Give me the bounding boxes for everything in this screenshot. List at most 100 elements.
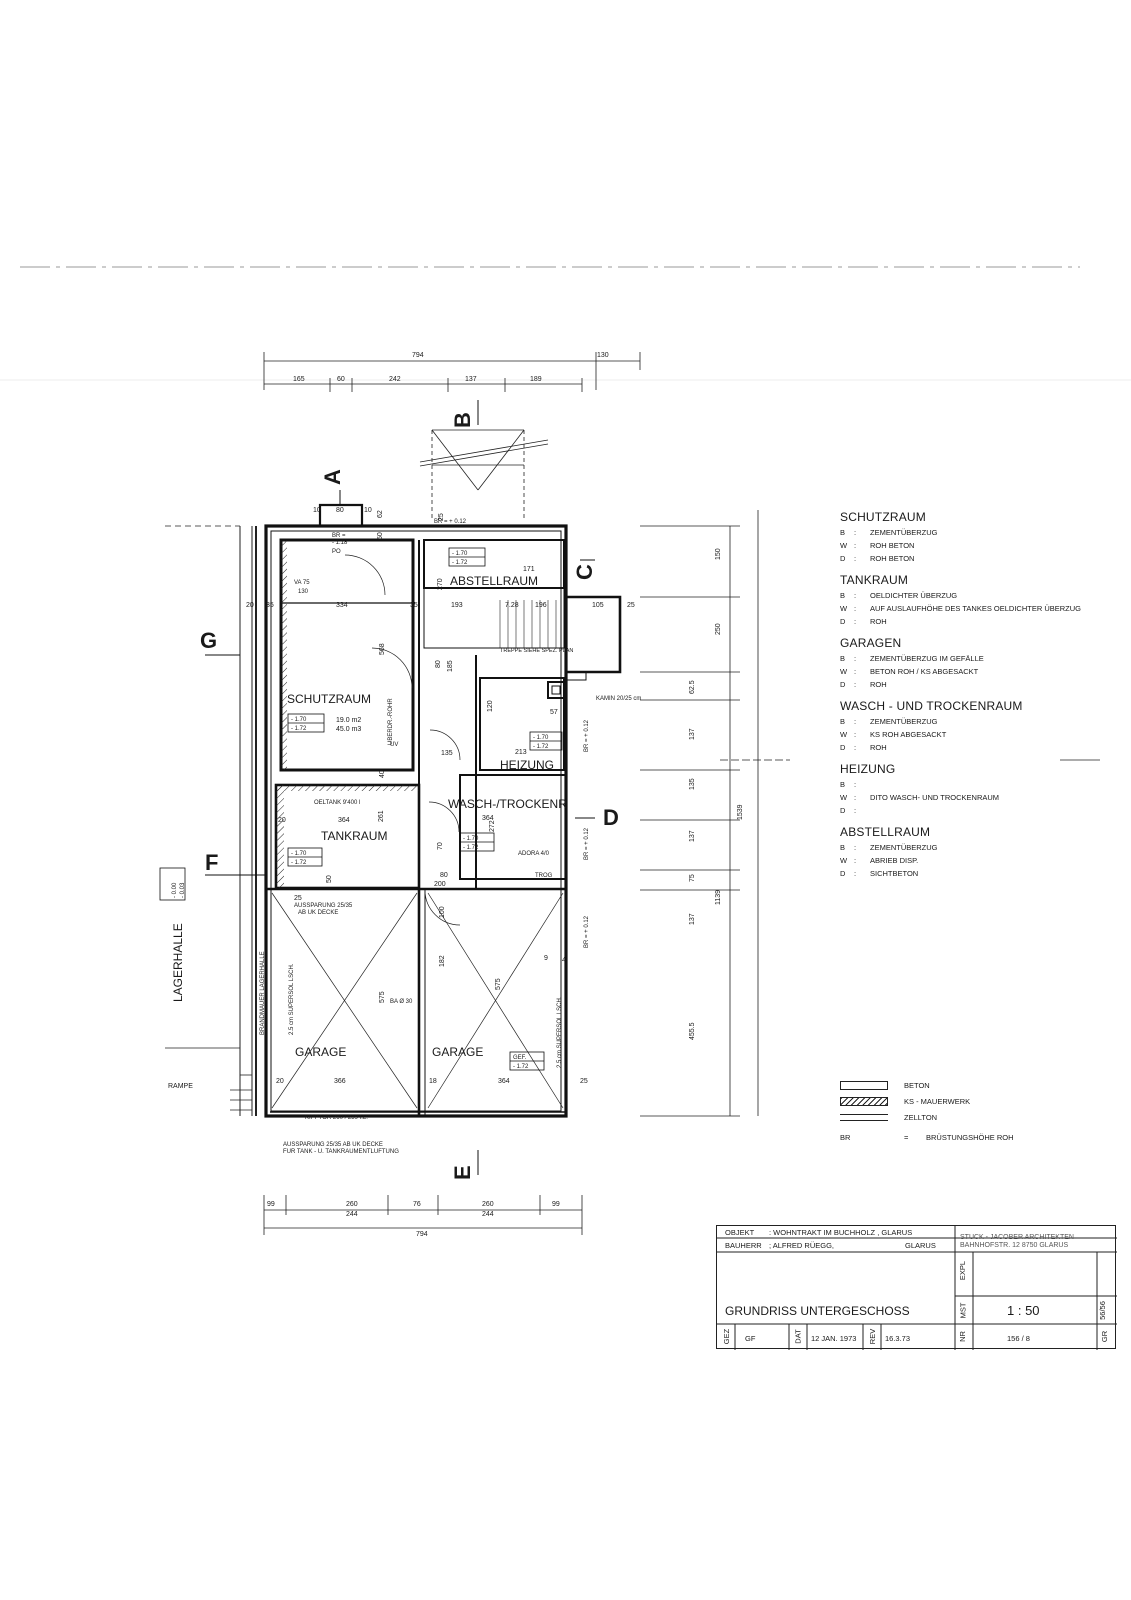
legend-value: ZEMENTÜBERZUG IM GEFÄLLE <box>870 654 984 663</box>
dim-right-150: 150 <box>715 548 722 560</box>
note-uv: UV <box>390 742 398 748</box>
tank-wall-hatch <box>276 785 284 888</box>
note-br-right-3: BR = + 0.12 <box>584 915 590 948</box>
dim-inner: 62 <box>377 510 384 518</box>
legend-section-title: HEIZUNG <box>840 762 896 776</box>
legend-value: ROH <box>870 680 887 689</box>
note-aussparung: AUSSPARUNG 25/35 <box>294 903 353 909</box>
legend-row: B:ZEMENTÜBERZUG IM GEFÄLLE <box>840 654 1125 667</box>
legend-colon: : <box>854 806 857 815</box>
legend-row: W: AUF AUSLAUFHÖHE DES TANKES OELDICHTER … <box>840 604 1125 617</box>
br-key-row: BR = BRÜSTUNGSHÖHE ROH <box>840 1129 1014 1145</box>
dim-inner: 200 <box>434 881 446 888</box>
lagerhalle-edge <box>165 525 257 1116</box>
dim-inner: 25 <box>438 513 445 521</box>
dim-inner: 135 <box>441 750 453 757</box>
dim-inner: 7.28 <box>505 602 519 609</box>
legend-value: ZEMENTÜBERZUG <box>870 717 938 726</box>
schutzraum-volume: 45.0 m3 <box>336 726 361 733</box>
dim-top-165: 165 <box>293 376 305 383</box>
br-eq: = <box>904 1132 909 1142</box>
dim-inner: 261 <box>378 810 385 822</box>
legend-key: W <box>840 730 848 739</box>
level-abst-b: - 1.72 <box>452 560 468 566</box>
note-aussparung-2b: FUR TANK - U. TANKRAUMENTLUFTUNG <box>283 1149 399 1155</box>
room-label-abstellraum: ABSTELLRAUM <box>450 574 538 588</box>
dim-inner: 20 <box>278 817 286 824</box>
legend-colon: : <box>854 717 857 726</box>
legend-key: D <box>840 743 846 752</box>
dim-inner: 270 <box>437 578 444 590</box>
legend-key: D <box>840 554 846 563</box>
section-markers <box>205 400 595 1175</box>
legend-row: B:ZEMENTÜBERZUG <box>840 528 1125 541</box>
dim-right-250: 250 <box>715 623 722 635</box>
dim-bottom-260b: 260 <box>482 1201 494 1208</box>
room-label-garage-2: GARAGE <box>432 1045 483 1059</box>
room-label-tankraum: TANKRAUM <box>321 829 387 843</box>
note-po: PO <box>332 549 341 555</box>
legend-colon: : <box>854 780 857 789</box>
legend-colon: : <box>854 604 857 613</box>
rampe-label: RAMPE <box>168 1083 193 1090</box>
chimney <box>547 681 565 699</box>
legend-value: ROH <box>870 743 887 752</box>
note-ba: BA Ø 30 <box>390 999 413 1005</box>
dim-inner: 272 <box>489 820 496 832</box>
dim-inner: 40 <box>379 770 386 778</box>
interior-stair <box>499 600 557 648</box>
legend-colon: : <box>854 743 857 752</box>
note-br-18b: - 1.18 <box>332 540 348 546</box>
legend-colon: : <box>854 617 857 626</box>
objekt-value: : WOHNTRAKT IM BUCHHOLZ , GLARUS <box>769 1228 913 1237</box>
dim-top-1895: 189 <box>530 376 542 383</box>
section-mark-f: F <box>205 850 218 875</box>
legend-section-title: SCHUTZRAUM <box>840 510 926 524</box>
dim-right-137b: 137 <box>689 830 696 842</box>
level-wasch-b: - 1.72 <box>463 845 479 851</box>
legend-key: W <box>840 604 848 613</box>
note-br-right-2: BR = + 0.12 <box>584 827 590 860</box>
legend-value: AUF AUSLAUFHÖHE DES TANKES OELDICHTER ÜB… <box>870 604 1082 613</box>
legend-value: ZEMENTÜBERZUG <box>870 843 938 852</box>
dat-value: 12 JAN. 1973 <box>811 1334 857 1343</box>
room-label-schutzraum: SCHUTZRAUM <box>287 692 371 706</box>
legend-key: D <box>840 680 846 689</box>
dim-inner: 182 <box>439 955 446 967</box>
rev-value: 16.3.73 <box>885 1334 911 1343</box>
note-uberdruck: UBERDR.-ROHR <box>388 698 394 745</box>
dim-inner: 575 <box>495 978 502 990</box>
level-hz-a: - 1.70 <box>533 735 549 741</box>
level-garage-a: GEF. <box>513 1055 527 1061</box>
legend-value: BETON ROH / KS ABGESACKT <box>870 667 979 676</box>
dim-bottom-99b: 99 <box>552 1201 560 1208</box>
legend-colon: : <box>854 856 857 865</box>
legend-key: W <box>840 856 848 865</box>
legend-row: B: <box>840 780 1125 793</box>
dim-top-137: 137 <box>465 376 477 383</box>
dim-inner: 568 <box>379 643 386 655</box>
legend-row: D: <box>840 806 1125 819</box>
note-kamin: KAMIN 20/25 cm <box>596 696 641 702</box>
architect-line-2: BAHNHOFSTR. 12 8750 GLARUS <box>960 1242 1069 1249</box>
dim-inner: 575 <box>379 991 386 1003</box>
dim-bottom-794: 794 <box>416 1231 428 1238</box>
dim-inner: 213 <box>515 749 527 756</box>
mst-label: MST <box>958 1302 968 1319</box>
legend-row: B:ZEMENTÜBERZUG <box>840 717 1125 730</box>
dim-right-137c: 137 <box>689 913 696 925</box>
section-mark-d: D <box>603 805 619 830</box>
bottom-dimensions <box>263 1195 583 1235</box>
dim-top-60: 60 <box>337 376 345 383</box>
dim-inner: 50 <box>377 532 384 540</box>
level-wasch-a: - 1.70 <box>463 836 479 842</box>
level-schutz-b: - 1.72 <box>291 726 307 732</box>
level-boxes <box>159 547 563 1071</box>
legend-row: D:ROH <box>840 680 1125 693</box>
section-mark-c: C <box>572 564 597 580</box>
scale-value: 1 : 50 <box>1007 1303 1040 1318</box>
